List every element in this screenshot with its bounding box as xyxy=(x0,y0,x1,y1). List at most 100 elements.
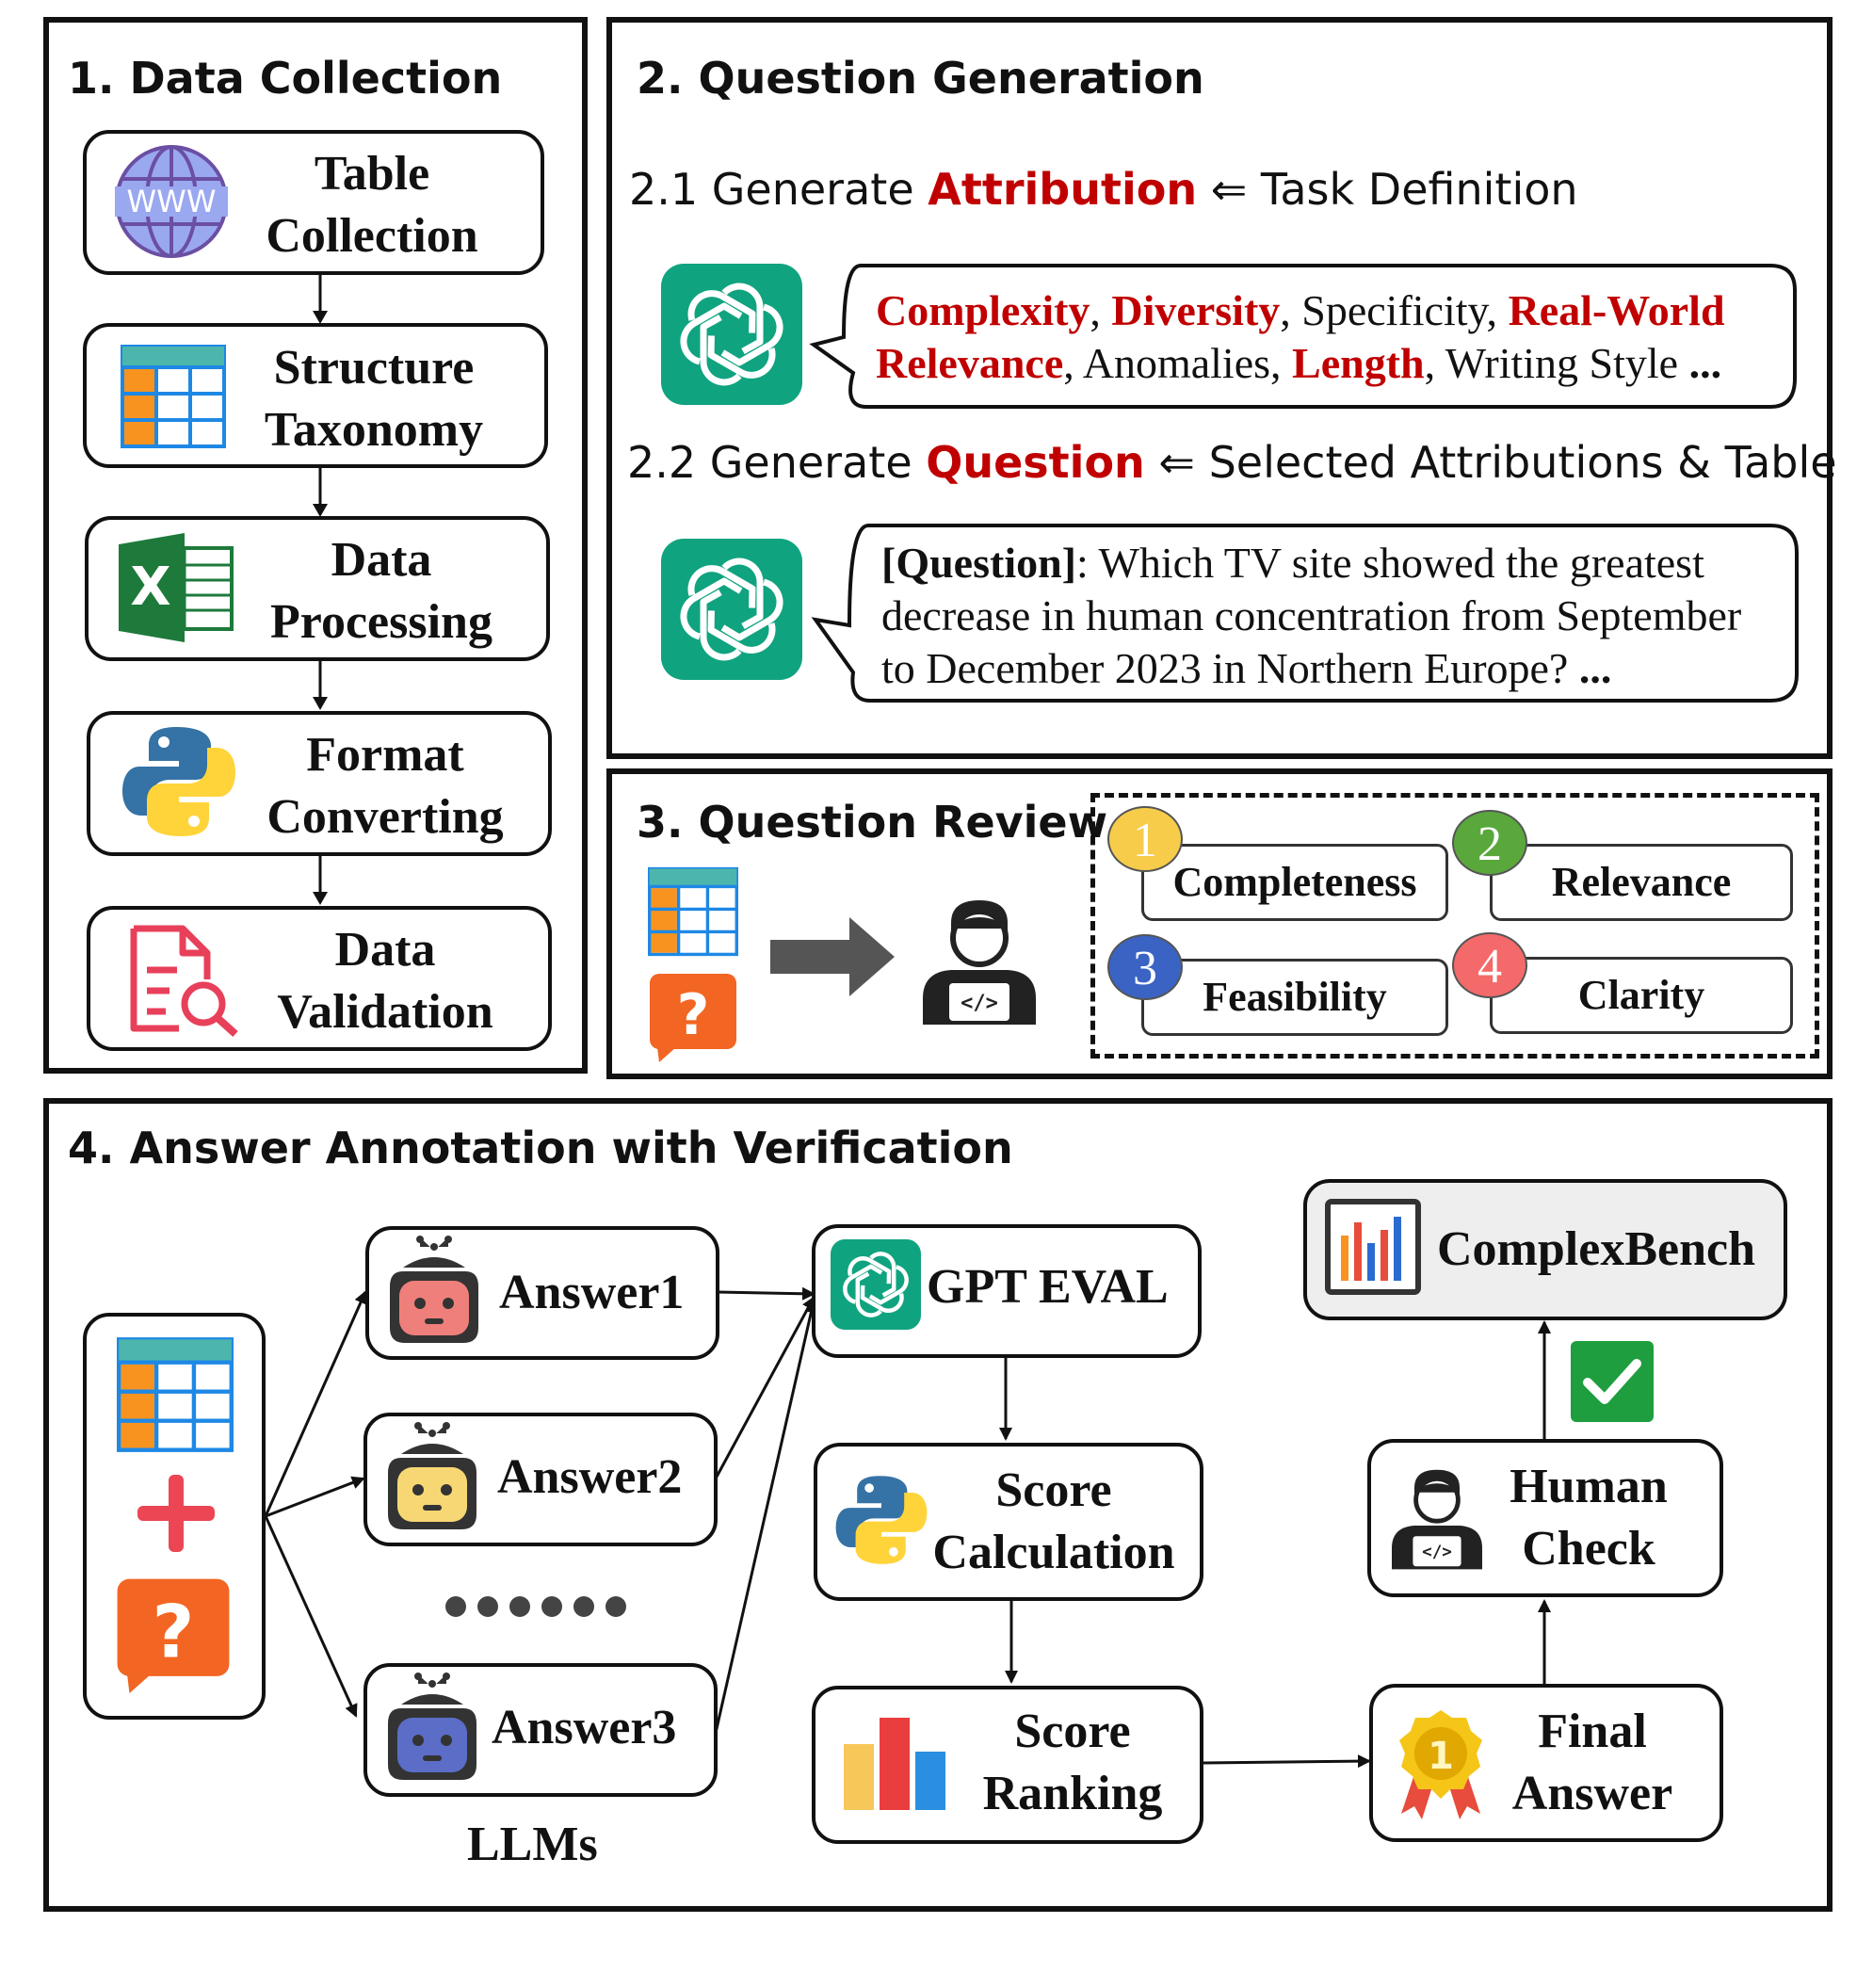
gpt-eval-label: GPT EVAL xyxy=(927,1260,1169,1314)
arrow-down xyxy=(313,661,328,710)
heading-prefix: 2.1 Generate xyxy=(629,164,928,215)
criterion-completeness: Completeness xyxy=(1141,844,1448,921)
svg-text:</>: </> xyxy=(1422,1544,1452,1562)
chatgpt-logo-icon xyxy=(831,1239,921,1330)
arrow-down xyxy=(313,856,328,905)
attributes-text: Complexity, Diversity, Specificity, Real… xyxy=(876,284,1770,390)
generate-attribution-heading: 2.1 Generate Attribution ⇐ Task Definiti… xyxy=(629,164,1578,215)
ellipsis-dots xyxy=(445,1596,626,1617)
svg-text:?: ? xyxy=(153,1590,195,1674)
globe-www-icon: WWW xyxy=(115,145,228,258)
score-ranking-box xyxy=(812,1686,1203,1844)
robot-red-icon xyxy=(390,1236,478,1343)
question-bubble-icon: ? xyxy=(650,974,736,1062)
step-label: Structure Taxonomy xyxy=(247,337,501,461)
step-label: Table Collection xyxy=(245,143,499,267)
answer-label: Answer2 xyxy=(497,1450,683,1504)
question-bubble-icon: ? xyxy=(117,1578,230,1693)
bar-chart-icon xyxy=(844,1718,945,1810)
question-body: : Which TV site showed the greatest decr… xyxy=(881,539,1742,692)
attr-anomalies: , Anomalies, xyxy=(1063,339,1293,387)
step-label: Format Converting xyxy=(258,724,512,849)
attr-specificity: , Specificity, xyxy=(1280,286,1509,334)
label-line2: Answer xyxy=(1511,1767,1673,1820)
label-line2: Calculation xyxy=(932,1526,1175,1579)
medal-icon: 1 xyxy=(1399,1710,1482,1819)
step-label: Data Validation xyxy=(258,919,512,1043)
human-check-label: Human Check xyxy=(1461,1456,1716,1580)
complexbench-label: ComplexBench xyxy=(1437,1222,1755,1276)
heading-arrow: ⇐ xyxy=(1197,164,1261,215)
human-developer-icon: </> xyxy=(923,900,1036,1025)
step-label: Data Processing xyxy=(254,529,509,654)
attr-diversity: Diversity xyxy=(1111,286,1281,334)
speech-bubble xyxy=(809,264,1797,409)
score-calculation-label: Score Calculation xyxy=(927,1460,1181,1584)
panel-title-question-generation: 2. Question Generation xyxy=(637,53,1204,104)
panel-title-question-review: 3. Question Review xyxy=(637,797,1108,848)
human-developer-icon: </> xyxy=(1392,1469,1482,1570)
attr-complexity: Complexity xyxy=(876,286,1090,334)
table-icon xyxy=(648,866,738,957)
heading-suffix: Selected Attributions & Table xyxy=(1208,437,1837,488)
question-text: [Question]: Which TV site showed the gre… xyxy=(881,537,1776,695)
python-icon xyxy=(835,1476,928,1564)
excel-icon: X xyxy=(119,533,234,642)
label-line1: Final xyxy=(1538,1705,1647,1758)
criterion-label: Relevance xyxy=(1551,859,1732,905)
table-icon xyxy=(121,345,226,448)
table-icon xyxy=(117,1337,234,1452)
attr-ellipsis: ... xyxy=(1688,339,1722,387)
criterion-number-badge: 3 xyxy=(1107,934,1183,1000)
arrow-down xyxy=(313,468,328,517)
question-ellipsis: ... xyxy=(1578,644,1612,692)
step-line1: Table xyxy=(314,147,430,201)
panel-title-answer-annotation: 4. Answer Annotation with Verification xyxy=(68,1123,1013,1173)
label-line2: Ranking xyxy=(982,1767,1163,1820)
chart-board-icon xyxy=(1325,1199,1421,1295)
criterion-number-badge: 1 xyxy=(1107,806,1183,872)
answer-label: Answer1 xyxy=(499,1266,685,1319)
question-label: [Question] xyxy=(881,539,1076,587)
svg-text:?: ? xyxy=(677,982,710,1048)
criteria-container xyxy=(1090,793,1819,1059)
python-icon xyxy=(122,727,235,836)
criterion-clarity: Clarity xyxy=(1490,957,1793,1034)
arrow-down xyxy=(313,275,328,324)
heading-prefix: 2.2 Generate xyxy=(627,437,927,488)
heading-keyword: Attribution xyxy=(928,164,1198,215)
label-line1: Score xyxy=(1014,1705,1131,1758)
criterion-label: Feasibility xyxy=(1203,974,1387,1020)
attr-length: Length xyxy=(1292,339,1425,387)
criterion-feasibility: Feasibility xyxy=(1141,959,1448,1036)
step-line1: Data xyxy=(331,533,432,587)
label-line1: Score xyxy=(995,1463,1112,1517)
plus-icon xyxy=(137,1475,215,1552)
step-line2: Taxonomy xyxy=(264,403,484,457)
criterion-number-badge: 4 xyxy=(1452,932,1527,998)
right-arrow-icon xyxy=(770,917,895,996)
heading-suffix: Task Definition xyxy=(1260,164,1578,215)
svg-text:X: X xyxy=(130,557,170,618)
svg-text:1: 1 xyxy=(1428,1735,1454,1778)
label-line1: Human xyxy=(1510,1460,1668,1513)
generate-question-heading: 2.2 Generate Question ⇐ Selected Attribu… xyxy=(627,437,1837,488)
score-ranking-label: Score Ranking xyxy=(945,1701,1200,1825)
answer-label: Answer3 xyxy=(492,1701,677,1754)
step-line2: Validation xyxy=(277,985,493,1039)
step-line2: Collection xyxy=(266,209,478,263)
heading-keyword: Question xyxy=(926,437,1145,488)
document-search-icon xyxy=(130,925,238,1037)
heading-arrow: ⇐ xyxy=(1144,437,1209,488)
panel-title-data-collection: 1. Data Collection xyxy=(68,53,503,104)
speech-bubble xyxy=(811,524,1799,703)
step-line1: Format xyxy=(306,728,464,782)
step-line1: Structure xyxy=(273,341,475,395)
attr-writing-style: , Writing Style xyxy=(1424,339,1689,387)
attr-sep: , xyxy=(1090,286,1112,334)
step-line2: Processing xyxy=(270,595,492,649)
label-line2: Check xyxy=(1522,1522,1655,1576)
criterion-label: Completeness xyxy=(1172,859,1417,905)
final-answer-label: Final Answer xyxy=(1465,1701,1720,1825)
